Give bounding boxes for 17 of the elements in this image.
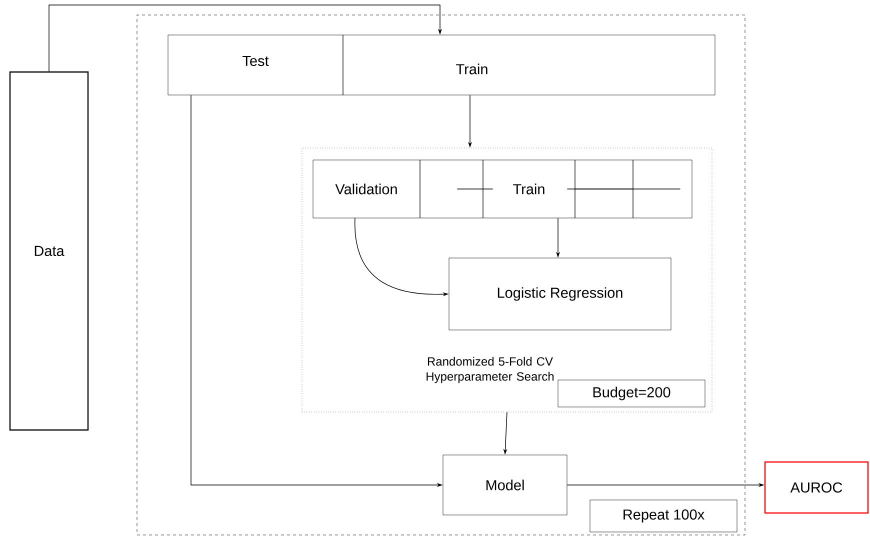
fold-box (420, 160, 484, 218)
fold-box (574, 160, 634, 218)
repeat-box: Repeat 100x (590, 500, 738, 532)
result-box: AUROC (764, 461, 869, 514)
span-line (456, 188, 494, 190)
repeat-region (136, 14, 746, 536)
test-box: Test (168, 34, 344, 96)
fold-box: Validation (312, 160, 420, 218)
train-box: Train (342, 34, 716, 96)
fold-box (632, 160, 692, 218)
span-line (574, 188, 681, 190)
model-box: Logistic Regression (448, 258, 672, 330)
budget-box: Budget=200 (558, 380, 706, 408)
fold-box: Train (482, 160, 576, 218)
arrow (48, 4, 442, 72)
model-box: Model (442, 454, 568, 516)
data-box: Data (9, 71, 89, 431)
